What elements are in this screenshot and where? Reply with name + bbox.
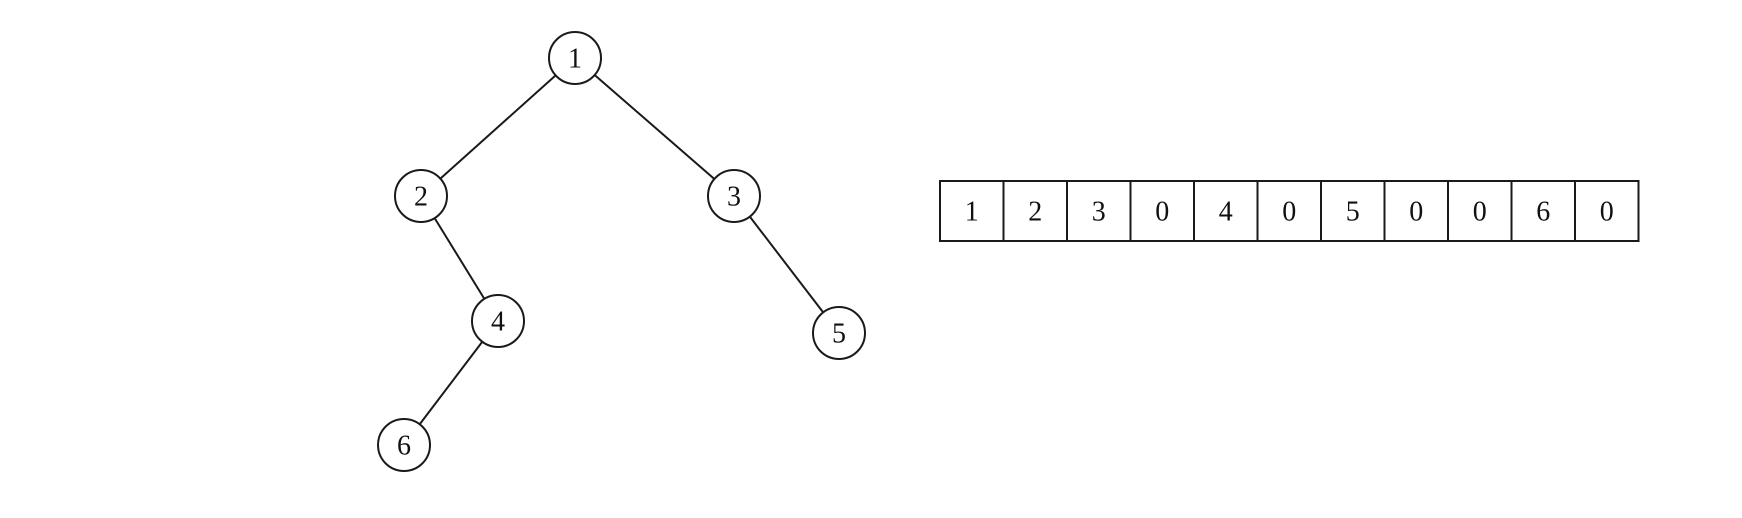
array-cell-6: 5 xyxy=(1320,180,1386,242)
array-cell-1: 2 xyxy=(1002,180,1068,242)
array-cell-box xyxy=(1002,180,1068,242)
array-cell-5: 0 xyxy=(1256,180,1322,242)
array-cell-box xyxy=(1256,180,1322,242)
array-cell-value: 6 xyxy=(1536,197,1550,228)
tree-node-circle xyxy=(377,418,431,472)
tree-node-3: 3 xyxy=(707,169,761,223)
tree-edges xyxy=(418,74,824,425)
tree-edge-n1-n2 xyxy=(439,74,557,180)
array-cell-value: 0 xyxy=(1282,197,1296,228)
tree-node-6: 6 xyxy=(377,418,431,472)
tree-node-label: 2 xyxy=(414,182,428,213)
tree-node-1: 1 xyxy=(548,31,602,85)
array-cell-value: 2 xyxy=(1028,197,1042,228)
array-cell-box xyxy=(1510,180,1576,242)
tree-node-circle xyxy=(548,31,602,85)
array-cell-box xyxy=(1066,180,1132,242)
tree-node-label: 5 xyxy=(832,319,846,350)
array-cell-10: 0 xyxy=(1574,180,1640,242)
tree-edge-n4-n6 xyxy=(418,341,484,425)
tree-nodes: 1 2 3 4 5 6 xyxy=(377,31,866,472)
tree-node-label: 3 xyxy=(727,182,741,213)
array-cell-box xyxy=(1193,180,1259,242)
array-cell-value: 0 xyxy=(1473,197,1487,228)
tree-node-circle xyxy=(394,169,448,223)
array-cell-box xyxy=(1129,180,1195,242)
tree-node-4: 4 xyxy=(471,294,525,348)
array-cell-value: 1 xyxy=(965,197,979,228)
array-cell-value: 0 xyxy=(1409,197,1423,228)
tree-node-circle xyxy=(812,306,866,360)
array-cell-value: 0 xyxy=(1600,197,1614,228)
array-cell-box xyxy=(939,180,1005,242)
tree-node-circle xyxy=(707,169,761,223)
array-cell-value: 0 xyxy=(1155,197,1169,228)
array-cell-8: 0 xyxy=(1447,180,1513,242)
tree-node-label: 6 xyxy=(397,431,411,462)
array-cell-2: 3 xyxy=(1066,180,1132,242)
array-cell-3: 0 xyxy=(1129,180,1195,242)
tree-node-label: 1 xyxy=(568,44,582,75)
tree-edge-n2-n4 xyxy=(433,217,486,300)
tree-node-2: 2 xyxy=(394,169,448,223)
array-cell-value: 5 xyxy=(1346,197,1360,228)
array-cell-4: 4 xyxy=(1193,180,1259,242)
tree-node-label: 4 xyxy=(491,307,505,338)
array-representation: 1 2 3 0 4 0 5 0 0 6 0 xyxy=(939,180,1640,242)
tree-edge-n1-n3 xyxy=(593,74,716,180)
array-cell-box xyxy=(1383,180,1449,242)
array-cell-box xyxy=(1574,180,1640,242)
array-cell-value: 3 xyxy=(1092,197,1106,228)
tree-node-circle xyxy=(471,294,525,348)
array-cell-7: 0 xyxy=(1383,180,1449,242)
array-cell-box xyxy=(1447,180,1513,242)
tree-node-5: 5 xyxy=(812,306,866,360)
array-cell-value: 4 xyxy=(1219,197,1233,228)
array-cell-9: 6 xyxy=(1510,180,1576,242)
array-cell-0: 1 xyxy=(939,180,1005,242)
tree-edge-n3-n5 xyxy=(749,216,824,313)
